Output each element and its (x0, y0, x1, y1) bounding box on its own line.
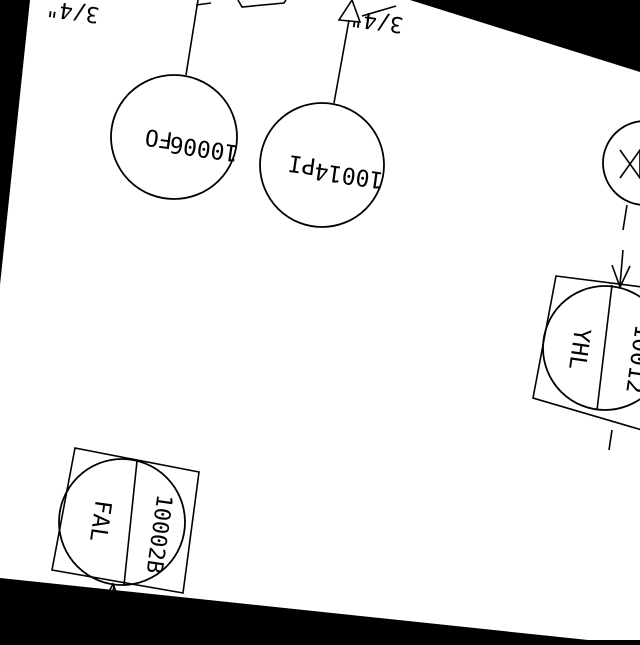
leader-line (361, 5, 397, 17)
arrowhead-icon (337, 0, 362, 23)
yhl-tag-label: YHL (563, 327, 595, 372)
fo-bubble (110, 74, 238, 200)
pi-bubble (259, 102, 385, 228)
yhl-box (532, 275, 640, 431)
valve-stem-upper (622, 204, 628, 231)
yhl-divider (596, 284, 613, 411)
fal-divider (123, 460, 138, 586)
fal-tag-label: FAL (84, 499, 116, 544)
valve-icon (619, 148, 640, 180)
valve-bubble (602, 120, 640, 206)
yhl-signal-line (608, 429, 613, 451)
yhl-bubble (542, 285, 640, 411)
fo-tick-mark (195, 2, 212, 6)
valve-stem-lower (619, 249, 624, 286)
instrument-fal: FAL 10002B (51, 447, 200, 616)
fal-bubble (58, 458, 186, 586)
fo-signal-line (185, 0, 199, 76)
pi-signal-line (333, 19, 350, 104)
pi-tag-label: PI (286, 149, 317, 179)
fo-tag-label: FO (143, 123, 174, 153)
arrowhead-icon (101, 582, 123, 607)
fal-signal-line (109, 584, 115, 616)
box-stub (237, 0, 287, 8)
